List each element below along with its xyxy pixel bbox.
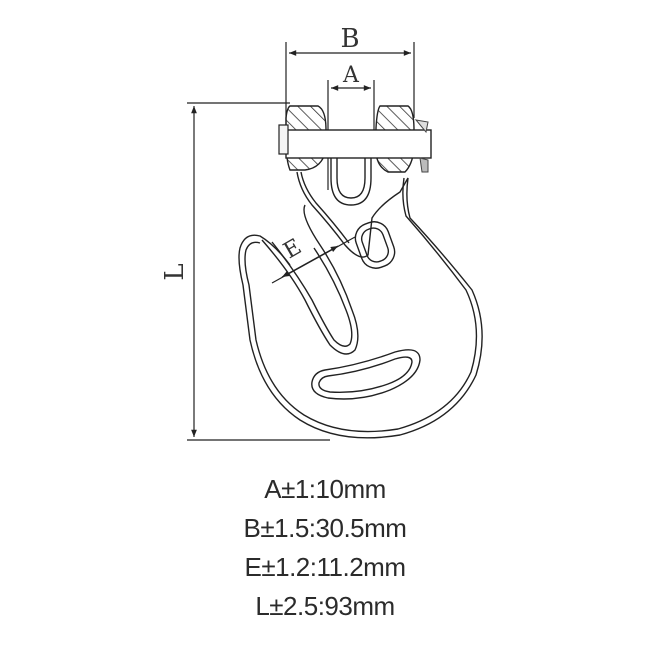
spec-list: A±1:10mm B±1.5:30.5mm E±1.2:11.2mm L±2.5… bbox=[0, 470, 650, 626]
spec-l: L±2.5:93mm bbox=[255, 591, 395, 621]
dimension-a: A bbox=[327, 63, 375, 190]
spec-b: B±1.5:30.5mm bbox=[243, 513, 407, 543]
spec-a: A±1:10mm bbox=[264, 474, 386, 504]
hook-oval-hole bbox=[354, 221, 396, 269]
spec-e: E±1.2:11.2mm bbox=[244, 552, 406, 582]
clevis-pin bbox=[278, 119, 432, 173]
label-a: A bbox=[342, 63, 360, 88]
hook-eye bbox=[330, 158, 372, 206]
hook-drawing: L B A bbox=[160, 24, 483, 441]
hook-kidney-slot bbox=[311, 349, 421, 400]
hook-body bbox=[238, 171, 483, 439]
dimension-l: L bbox=[160, 102, 330, 441]
label-l: L bbox=[160, 263, 190, 280]
label-b: B bbox=[340, 24, 359, 54]
label-e: E bbox=[280, 235, 306, 265]
